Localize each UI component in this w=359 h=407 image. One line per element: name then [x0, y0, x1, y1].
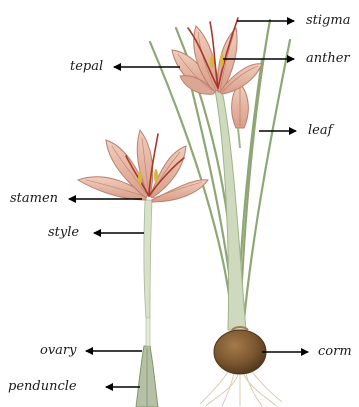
- left-plant: [78, 130, 208, 407]
- left-style-tube: [144, 200, 152, 318]
- label-corm: corm: [318, 345, 352, 359]
- label-style: style: [48, 226, 79, 240]
- label-stamen: stamen: [10, 192, 58, 206]
- label-leaf: leaf: [308, 124, 332, 138]
- right-plant: [150, 18, 290, 406]
- label-ovary: ovary: [40, 344, 76, 358]
- label-anther: anther: [306, 52, 350, 66]
- corm-bulb: [214, 330, 266, 374]
- label-penduncle: penduncle: [8, 380, 77, 394]
- label-tepal: tepal: [70, 60, 103, 74]
- flower-bud: [232, 84, 249, 148]
- roots: [200, 372, 282, 406]
- label-stigma: stigma: [306, 14, 350, 28]
- top-flower: [172, 18, 262, 94]
